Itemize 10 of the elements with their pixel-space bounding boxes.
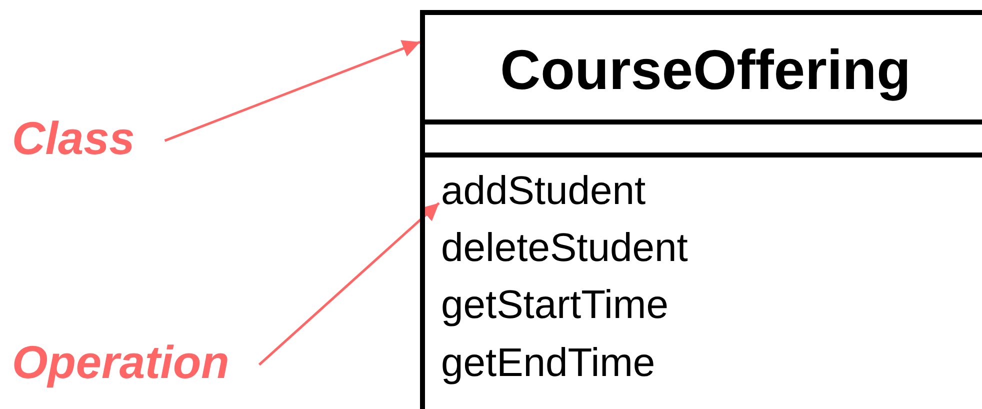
callout-label: Operation [12, 335, 230, 389]
class-box [420, 10, 982, 409]
class-name: CourseOffering [499, 37, 912, 102]
callout-label: Class [12, 111, 135, 165]
leader-arrow [258, 202, 440, 366]
leader-arrow [164, 40, 420, 142]
operation-text: deleteStudent [441, 224, 688, 272]
operation-text: getEndTime [441, 339, 656, 387]
operation-text: addStudent [441, 167, 646, 215]
operation-text: getStartTime [441, 281, 668, 329]
